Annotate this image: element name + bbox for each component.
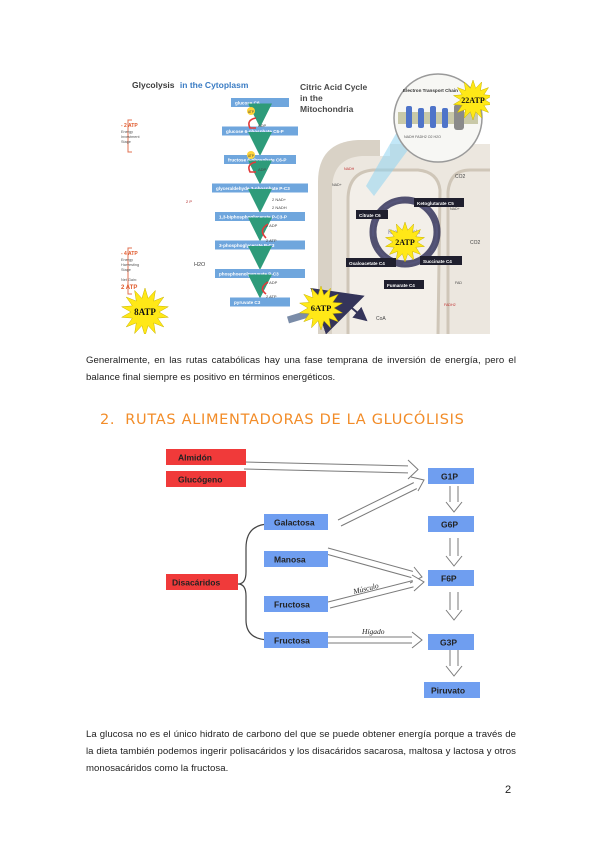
svg-text:NADH: NADH <box>344 167 355 171</box>
atp-burst-b22 <box>452 79 490 121</box>
svg-text:2 ATP: 2 ATP <box>266 238 277 243</box>
cac-title-1: Citric Acid Cycle <box>300 82 368 92</box>
higado-label: Hígado <box>361 627 385 636</box>
glycolysis-step-box <box>215 269 305 278</box>
glycolysis-step-label: glucose C6 <box>235 101 260 106</box>
glycolysis-step-box <box>215 240 305 250</box>
harvest-atp-label: - 4 ATP <box>121 251 138 257</box>
galactosa-box: Galactosa <box>274 518 315 528</box>
svg-text:NADH FADH2 O2 H2O: NADH FADH2 O2 H2O <box>404 135 441 139</box>
paragraph-intro: Generalmente, en las rutas catabólicas h… <box>86 354 516 383</box>
svg-text:FADH2: FADH2 <box>444 303 456 307</box>
citrate-label: Citrate C6 <box>359 213 381 218</box>
section-heading: 2. RUTAS ALIMENTADORAS DE LA GLUCÓLISIS <box>100 412 465 428</box>
piruvato-box: Piruvato <box>431 686 465 696</box>
svg-text:H2O: H2O <box>194 262 206 268</box>
glycolysis-steps: glucose C6 glucose 6-phosphate C6-P fructo… <box>212 98 308 307</box>
svg-text:NAD+: NAD+ <box>450 207 460 211</box>
disaccharide-brace <box>237 523 271 641</box>
net-gain-label: Net Gain: <box>121 278 137 282</box>
glycolysis-step-label: fructose 6-phosphate C6-P <box>228 158 286 163</box>
pathway-arrows <box>243 459 463 677</box>
metabolism-overview-figure: Glycolysis in the Cytoplasm Citric Acid … <box>120 73 490 334</box>
atp-burst-label: 2ATP <box>395 238 415 247</box>
glycolysis-step-label: 3-phosphoglycerate P-C3 <box>219 243 275 248</box>
musculo-label: Músculo <box>351 581 379 596</box>
atp-burst-label: 22ATP <box>461 96 485 105</box>
svg-text:Energy Harvesting: Energy Harvesting Stage <box>121 258 140 272</box>
atp-burst-b6 <box>298 285 344 331</box>
svg-text:2 ADP: 2 ADP <box>266 280 278 285</box>
svg-text:CO2: CO2 <box>455 174 466 180</box>
etc-title: Electron Transport Chain <box>403 88 458 93</box>
glycolysis-step-label: glyceraldehyde 3-phosphate P-C3 <box>216 186 290 191</box>
glycolysis-step-label: glucose 6-phosphate C6-P <box>226 129 284 134</box>
glycolysis-step-box <box>222 126 298 136</box>
almidon-box: Almidón <box>178 453 212 463</box>
glycolysis-step-label: phosphoenolpyruvate P-C3 <box>219 272 279 277</box>
side-labels: - 2 ATP Energy Investment Stage - 4 ATP … <box>121 119 141 295</box>
svg-text:ADP: ADP <box>258 123 267 128</box>
glycolysis-subtitle: in the Cytoplasm <box>180 80 249 90</box>
disacaridos-box: Disacáridos <box>172 578 220 588</box>
f6p-box: F6P <box>441 574 457 584</box>
atp-burst-label: 6ATP <box>311 303 332 313</box>
cac-title-3: Mitochondria <box>300 104 354 114</box>
fumarate-label: Fumarate C4 <box>387 283 415 288</box>
electron-transport-chain-inset: Electron Transport Chain NADH FADH2 O2 H… <box>366 73 483 196</box>
svg-text:2 ATP: 2 ATP <box>266 294 277 299</box>
atp-burst-b2 <box>384 221 426 263</box>
svg-text:ADP: ADP <box>258 167 267 172</box>
svg-text:FAD: FAD <box>455 281 462 285</box>
g3p-box: G3P <box>440 638 457 648</box>
paragraph-feeders: La glucosa no es el único hidrato de car… <box>86 728 516 774</box>
svg-text:Citric Acid Cycle in the: Citric Acid Cycle in the Mitochondria <box>300 82 370 114</box>
glycolysis-step-label: 1,3-biphosphoglycerate P-C3-P <box>219 215 287 220</box>
svg-text:NAD+: NAD+ <box>332 183 342 187</box>
oxaloacetate-label: Oxaloacetate C4 <box>349 261 385 266</box>
glycolysis-step-box <box>224 155 296 164</box>
glycolysis-step-box <box>231 98 289 107</box>
svg-text:ATP: ATP <box>248 110 254 114</box>
glycolysis-title: Glycolysis <box>132 80 175 90</box>
svg-text:2 NADH: 2 NADH <box>272 205 287 210</box>
svg-text:CO2: CO2 <box>470 240 481 246</box>
fructosa-muscle-box: Fructosa <box>274 600 310 610</box>
svg-text:CoA: CoA <box>376 316 386 322</box>
glycolysis-step-label: pyruvate C3 <box>234 300 261 305</box>
fructosa-liver-box: Fructosa <box>274 636 310 646</box>
atp-burst-label: 8ATP <box>134 307 156 317</box>
atp-burst-b8 <box>120 287 170 334</box>
glycolysis-step-box <box>230 297 290 307</box>
glucogeno-box: Glucógeno <box>178 475 222 485</box>
svg-text:ATP: ATP <box>248 154 254 158</box>
glycolysis-step-box <box>212 183 308 193</box>
svg-text:2 P: 2 P <box>186 199 192 204</box>
succinate-label: Succinate C4 <box>423 259 452 264</box>
svg-text:2 NAD+: 2 NAD+ <box>272 197 287 202</box>
glycolysis-step-box <box>215 212 305 221</box>
g1p-box: G1P <box>441 472 458 482</box>
section-number: 2. <box>100 412 116 428</box>
svg-text:Energy Investment: Energy Investment Stage <box>121 130 141 144</box>
atp-bursts: 22ATP 2ATP 6ATP 8ATP <box>120 79 490 334</box>
svg-text:Glycolysis in the Cytoplas: Glycolysis in the Cytoplasm <box>132 80 249 90</box>
page-number: 2 <box>505 784 512 796</box>
g6p-box: G6P <box>441 520 458 530</box>
net-atp-label: 2 ATP <box>121 285 137 291</box>
investment-atp-label: - 2 ATP <box>121 123 138 129</box>
svg-text:2 ADP: 2 ADP <box>266 223 278 228</box>
feeder-pathways-diagram: Almidón Glucógeno Disacáridos Galactosa … <box>166 449 480 698</box>
manosa-box: Manosa <box>274 555 306 565</box>
glycolysis-cofactors: ATP ADP ATP ADP 2 NAD+ 2 NADH 2 ADP 2 AT… <box>186 107 287 299</box>
cofactor-arrows <box>248 117 269 295</box>
ketoglutarate-label: Ketoglutarate C5 <box>417 201 454 206</box>
section-title: RUTAS ALIMENTADORAS DE LA GLUCÓLISIS <box>125 412 465 428</box>
cac-title-2: in the <box>300 93 323 103</box>
